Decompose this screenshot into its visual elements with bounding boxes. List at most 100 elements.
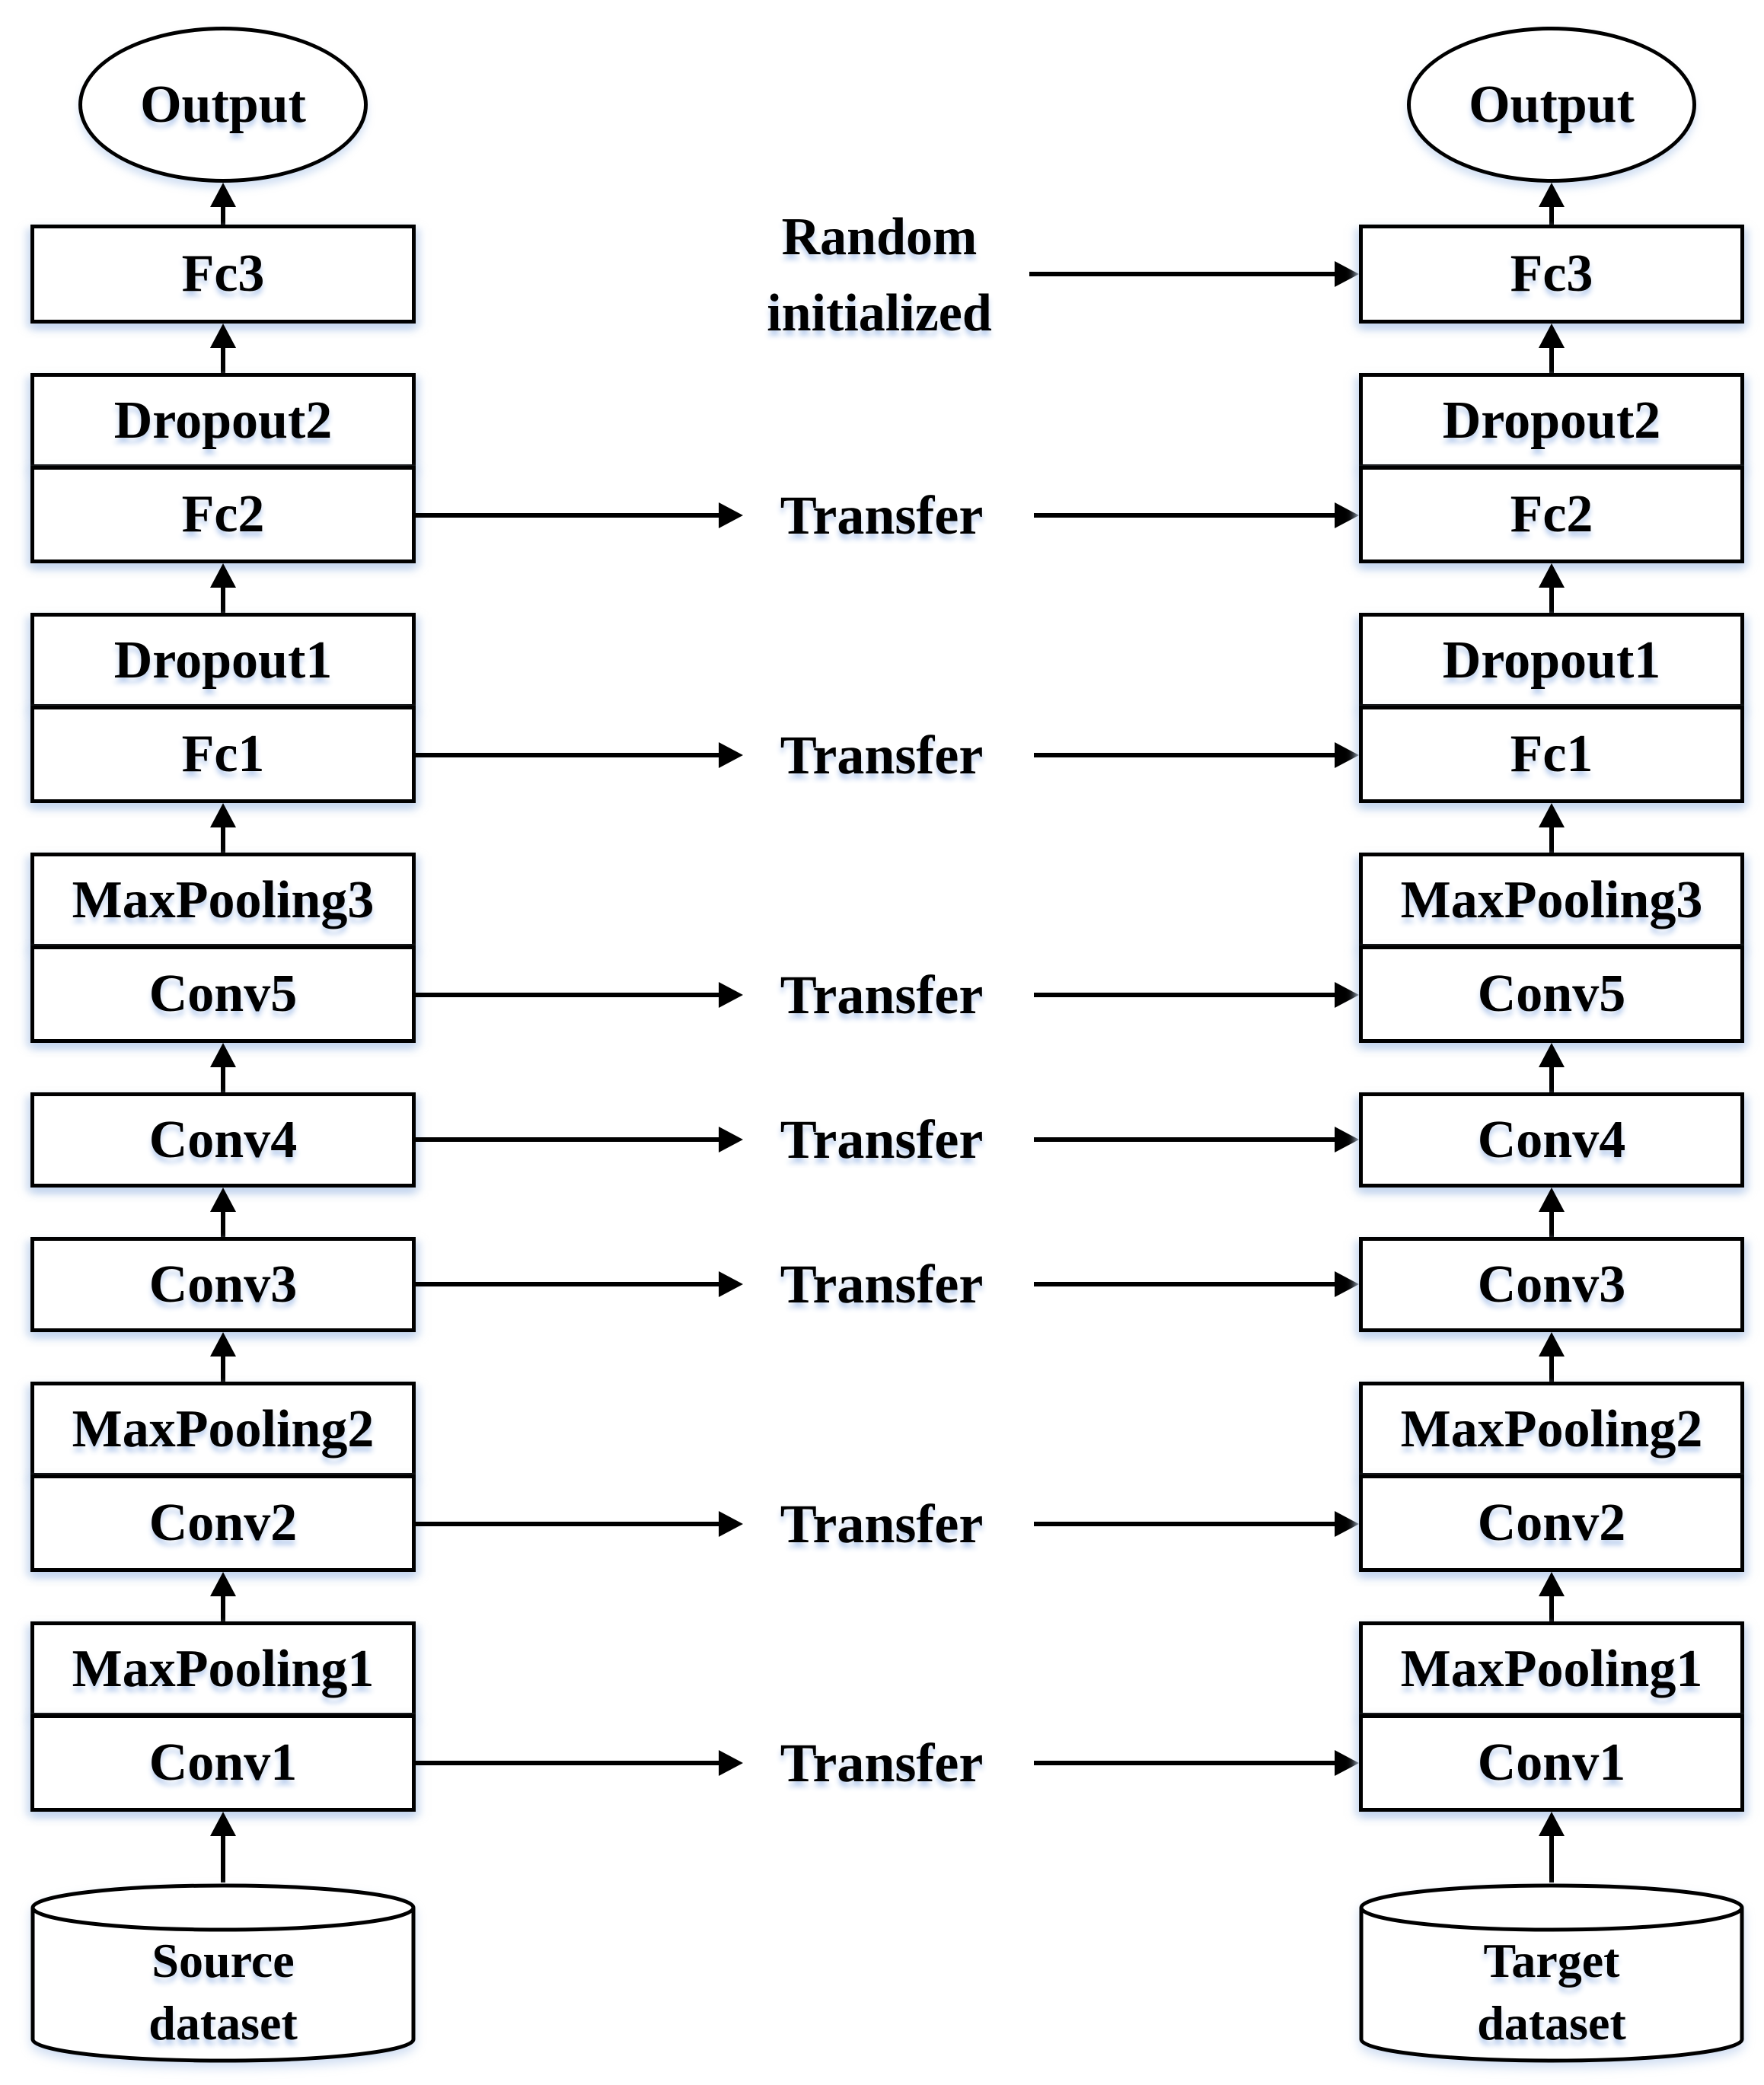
transfer-label-conv3: Transfer bbox=[741, 1246, 1022, 1322]
dataset-label-line2: dataset bbox=[148, 1996, 298, 2050]
arrow-transfer-to-fc1-right bbox=[1034, 742, 1359, 768]
arrow-fc1-to-transfer bbox=[416, 742, 743, 768]
layer-label: Conv5 bbox=[148, 964, 298, 1023]
layer-label: Conv1 bbox=[148, 1733, 298, 1792]
random-initialized-label: Random initialized bbox=[700, 199, 1058, 352]
transfer-label-conv4: Transfer bbox=[741, 1101, 1022, 1178]
output-node-left: Output bbox=[78, 27, 368, 183]
layer-box-fc1-right: Fc1 bbox=[1359, 706, 1744, 803]
transfer-text: Transfer bbox=[780, 725, 984, 786]
arrow-source-dataset-to-conv1 bbox=[210, 1812, 236, 1883]
arrow-maxpooling2-to-conv3-left bbox=[210, 1332, 236, 1382]
arrow-maxpooling3-to-fc1-left bbox=[210, 803, 236, 853]
layer-box-maxpooling2-right: MaxPooling2 bbox=[1359, 1382, 1744, 1477]
layer-box-dropout2-right: Dropout2 bbox=[1359, 373, 1744, 468]
layer-label: Conv4 bbox=[1477, 1110, 1626, 1169]
cylinder-shape-icon bbox=[30, 1883, 416, 2063]
layer-box-conv2-right: Conv2 bbox=[1359, 1474, 1744, 1572]
dataset-label-line1: Source bbox=[152, 1934, 295, 1988]
layer-label: Dropout2 bbox=[1442, 391, 1661, 450]
cylinder-shape-icon bbox=[1359, 1883, 1744, 2063]
layer-box-conv5-right: Conv5 bbox=[1359, 945, 1744, 1043]
output-node-right: Output bbox=[1407, 27, 1696, 183]
arrow-conv4-to-conv5-left bbox=[210, 1043, 236, 1092]
arrow-transfer-to-conv4-right bbox=[1034, 1127, 1359, 1152]
source-dataset-cylinder: Source dataset bbox=[30, 1883, 416, 2064]
layer-box-conv4-left: Conv4 bbox=[30, 1092, 416, 1188]
layer-label: Fc2 bbox=[181, 485, 265, 544]
arrow-transfer-to-conv2-right bbox=[1034, 1511, 1359, 1537]
layer-label: Conv2 bbox=[148, 1494, 298, 1552]
dataset-label-line1: Target bbox=[1483, 1934, 1620, 1988]
layer-box-dropout1-left: Dropout1 bbox=[30, 613, 416, 708]
arrow-conv4-to-conv5-right bbox=[1539, 1043, 1565, 1092]
transfer-text: Transfer bbox=[780, 1733, 984, 1793]
arrow-maxpooling1-to-conv2-left bbox=[210, 1572, 236, 1621]
layer-label: Conv3 bbox=[1477, 1255, 1626, 1314]
random-label-line2: initialized bbox=[767, 284, 992, 343]
layer-label: Fc1 bbox=[1510, 725, 1593, 783]
arrow-transfer-to-conv1-right bbox=[1034, 1750, 1359, 1776]
layer-box-fc1-left: Fc1 bbox=[30, 706, 416, 803]
layer-box-maxpooling3-left: MaxPooling3 bbox=[30, 853, 416, 948]
layer-box-dropout2-left: Dropout2 bbox=[30, 373, 416, 468]
layer-label: Conv1 bbox=[1477, 1733, 1626, 1792]
layer-label: MaxPooling2 bbox=[1400, 1399, 1703, 1459]
layer-label: Conv5 bbox=[1477, 964, 1626, 1023]
transfer-label-conv2: Transfer bbox=[741, 1486, 1022, 1562]
arrow-maxpooling2-to-conv3-right bbox=[1539, 1332, 1565, 1382]
layer-label: Dropout1 bbox=[1442, 630, 1661, 690]
transfer-text: Transfer bbox=[780, 964, 984, 1025]
layer-box-conv3-left: Conv3 bbox=[30, 1237, 416, 1332]
target-dataset-label: Target dataset bbox=[1359, 1930, 1744, 2055]
layer-box-conv2-left: Conv2 bbox=[30, 1474, 416, 1572]
transfer-text: Transfer bbox=[780, 1254, 984, 1315]
arrow-fc3-to-output-left bbox=[210, 183, 236, 225]
arrow-transfer-to-fc2-right bbox=[1034, 502, 1359, 528]
arrow-conv3-to-transfer bbox=[416, 1271, 743, 1297]
random-label-line1: Random bbox=[781, 208, 978, 266]
arrow-random-to-fc3-right bbox=[1029, 261, 1359, 287]
arrow-maxpooling1-to-conv2-right bbox=[1539, 1572, 1565, 1621]
layer-box-conv1-right: Conv1 bbox=[1359, 1714, 1744, 1812]
output-label-right: Output bbox=[1469, 75, 1635, 134]
layer-box-conv3-right: Conv3 bbox=[1359, 1237, 1744, 1332]
arrow-fc2-to-transfer bbox=[416, 502, 743, 528]
arrow-conv2-to-transfer bbox=[416, 1511, 743, 1537]
arrow-dropout2-to-fc3-left bbox=[210, 324, 236, 373]
layer-label: Conv4 bbox=[148, 1110, 298, 1169]
transfer-text: Transfer bbox=[780, 1494, 984, 1554]
layer-label: MaxPooling1 bbox=[1400, 1639, 1703, 1698]
layer-label: MaxPooling3 bbox=[1400, 870, 1703, 929]
layer-label: Conv2 bbox=[1477, 1494, 1626, 1552]
layer-box-maxpooling3-right: MaxPooling3 bbox=[1359, 853, 1744, 948]
layer-label: MaxPooling2 bbox=[72, 1399, 375, 1459]
layer-box-fc3-right: Fc3 bbox=[1359, 225, 1744, 324]
arrow-conv5-to-transfer bbox=[416, 982, 743, 1008]
layer-box-fc2-right: Fc2 bbox=[1359, 466, 1744, 563]
target-dataset-cylinder: Target dataset bbox=[1359, 1883, 1744, 2064]
transfer-text: Transfer bbox=[780, 485, 984, 546]
arrow-transfer-to-conv3-right bbox=[1034, 1271, 1359, 1297]
layer-box-fc3-left: Fc3 bbox=[30, 225, 416, 324]
source-dataset-label: Source dataset bbox=[30, 1930, 416, 2055]
arrow-conv4-to-transfer bbox=[416, 1127, 743, 1152]
arrow-dropout2-to-fc3-right bbox=[1539, 324, 1565, 373]
layer-box-maxpooling2-left: MaxPooling2 bbox=[30, 1382, 416, 1477]
arrow-transfer-to-conv5-right bbox=[1034, 982, 1359, 1008]
transfer-label-conv5: Transfer bbox=[741, 957, 1022, 1033]
transfer-label-fc2: Transfer bbox=[741, 477, 1022, 553]
layer-label: Dropout2 bbox=[113, 391, 333, 450]
layer-box-conv5-left: Conv5 bbox=[30, 945, 416, 1043]
output-label-left: Output bbox=[140, 75, 306, 134]
layer-label: Dropout1 bbox=[113, 630, 333, 690]
layer-label: Fc3 bbox=[181, 244, 265, 303]
layer-box-maxpooling1-left: MaxPooling1 bbox=[30, 1621, 416, 1717]
layer-label: MaxPooling3 bbox=[72, 870, 375, 929]
dataset-label-line2: dataset bbox=[1477, 1996, 1626, 2050]
layer-box-maxpooling1-right: MaxPooling1 bbox=[1359, 1621, 1744, 1717]
layer-box-conv1-left: Conv1 bbox=[30, 1714, 416, 1812]
arrow-fc3-to-output-right bbox=[1539, 183, 1565, 225]
arrow-dropout1-to-fc2-left bbox=[210, 563, 236, 613]
layer-label: Fc3 bbox=[1510, 244, 1593, 303]
